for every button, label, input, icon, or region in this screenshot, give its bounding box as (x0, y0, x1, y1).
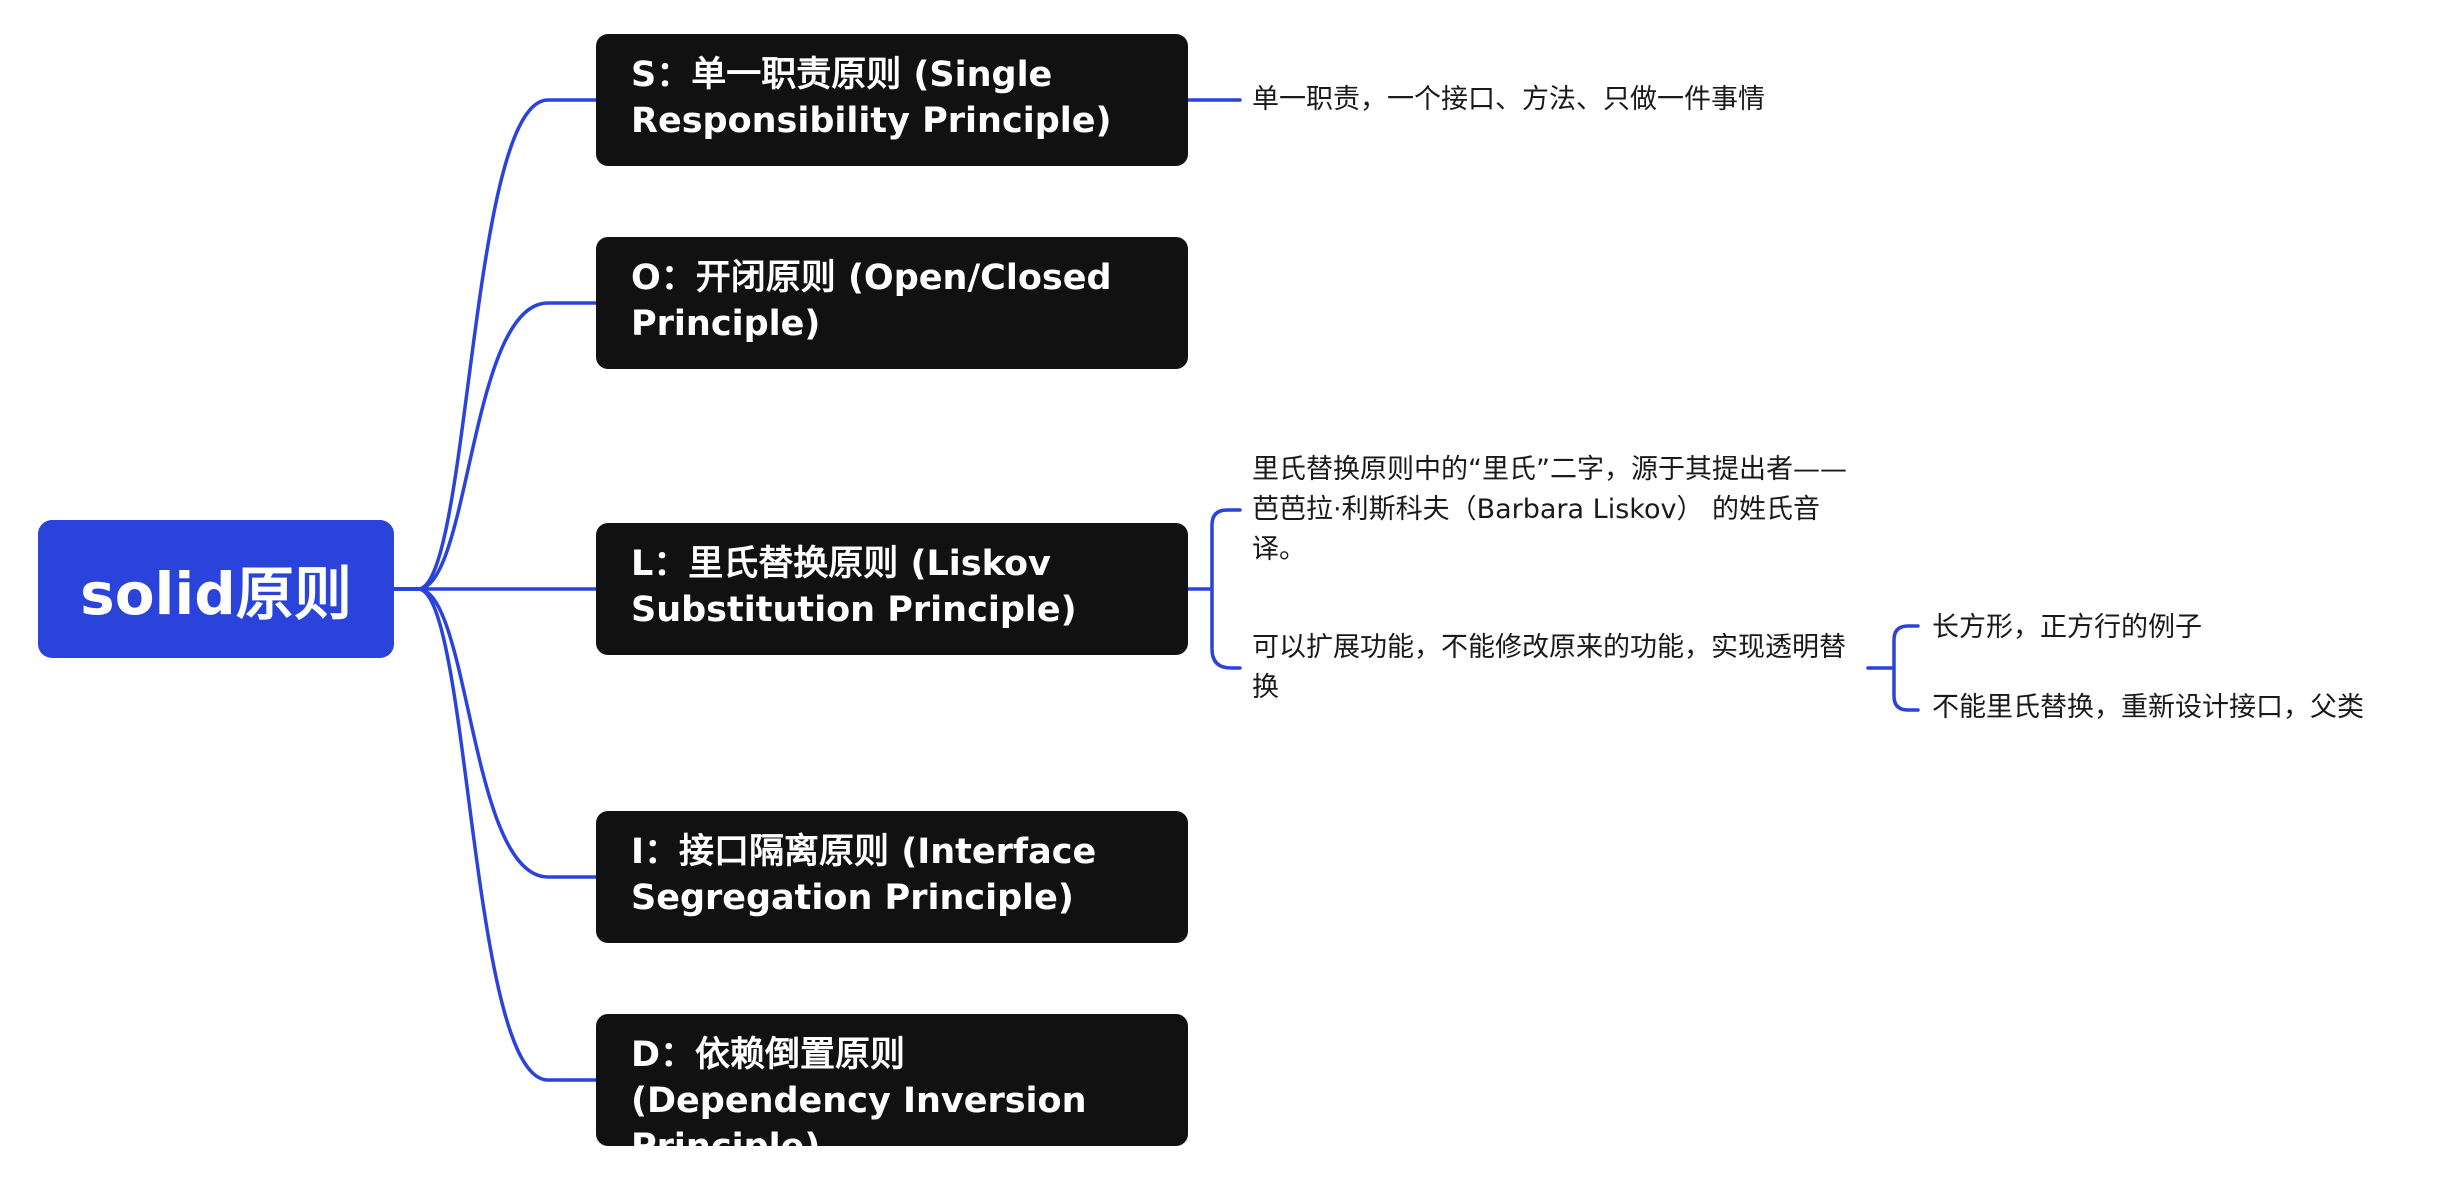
node-single-responsibility[interactable]: S：单一职责原则 (Single Responsibility Principl… (596, 34, 1188, 166)
principle-label: D：依赖倒置原则 (Dependency Inversion Principle… (631, 1035, 1087, 1167)
note-single-responsibility[interactable]: 单一职责，一个接口、方法、只做一件事情 (1252, 80, 1952, 120)
principle-label: I：接口隔离原则 (Interface Segregation Principl… (631, 832, 1097, 918)
link-root-d (392, 587, 598, 1082)
link-extend-children (1866, 624, 1920, 712)
node-liskov-substitution[interactable]: L：里氏替换原则 (Liskov Substitution Principle) (596, 523, 1188, 655)
node-interface-segregation[interactable]: I：接口隔离原则 (Interface Segregation Principl… (596, 811, 1188, 943)
note-label: 不能里氏替换，重新设计接口，父类 (1932, 692, 2364, 723)
principle-label: L：里氏替换原则 (Liskov Substitution Principle) (631, 544, 1077, 630)
root-node[interactable]: solid原则 (38, 520, 394, 658)
note-label: 长方形，正方行的例子 (1932, 612, 2202, 643)
note-rectangle-square-example[interactable]: 长方形，正方行的例子 (1932, 608, 2332, 648)
link-l-children (1186, 508, 1242, 670)
link-root-o (392, 301, 598, 591)
note-liskov-origin[interactable]: 里氏替换原则中的“里氏”二字，源于其提出者——芭芭拉·利斯科夫（Barbara … (1252, 450, 1862, 570)
node-dependency-inversion[interactable]: D：依赖倒置原则 (Dependency Inversion Principle… (596, 1014, 1188, 1167)
principle-label: O：开闭原则 (Open/Closed Principle) (631, 258, 1112, 344)
principle-label: S：单一职责原则 (Single Responsibility Principl… (631, 55, 1112, 141)
note-label: 里氏替换原则中的“里氏”二字，源于其提出者——芭芭拉·利斯科夫（Barbara … (1252, 454, 1847, 565)
note-liskov-extend[interactable]: 可以扩展功能，不能修改原来的功能，实现透明替换 (1252, 628, 1852, 708)
link-root-s (392, 98, 598, 591)
note-label: 可以扩展功能，不能修改原来的功能，实现透明替换 (1252, 632, 1846, 703)
note-redesign-interface[interactable]: 不能里氏替换，重新设计接口，父类 (1932, 688, 2422, 728)
root-label: solid原则 (80, 560, 352, 628)
node-open-closed[interactable]: O：开闭原则 (Open/Closed Principle) (596, 237, 1188, 369)
note-label: 单一职责，一个接口、方法、只做一件事情 (1252, 84, 1765, 115)
link-root-i (392, 587, 598, 879)
